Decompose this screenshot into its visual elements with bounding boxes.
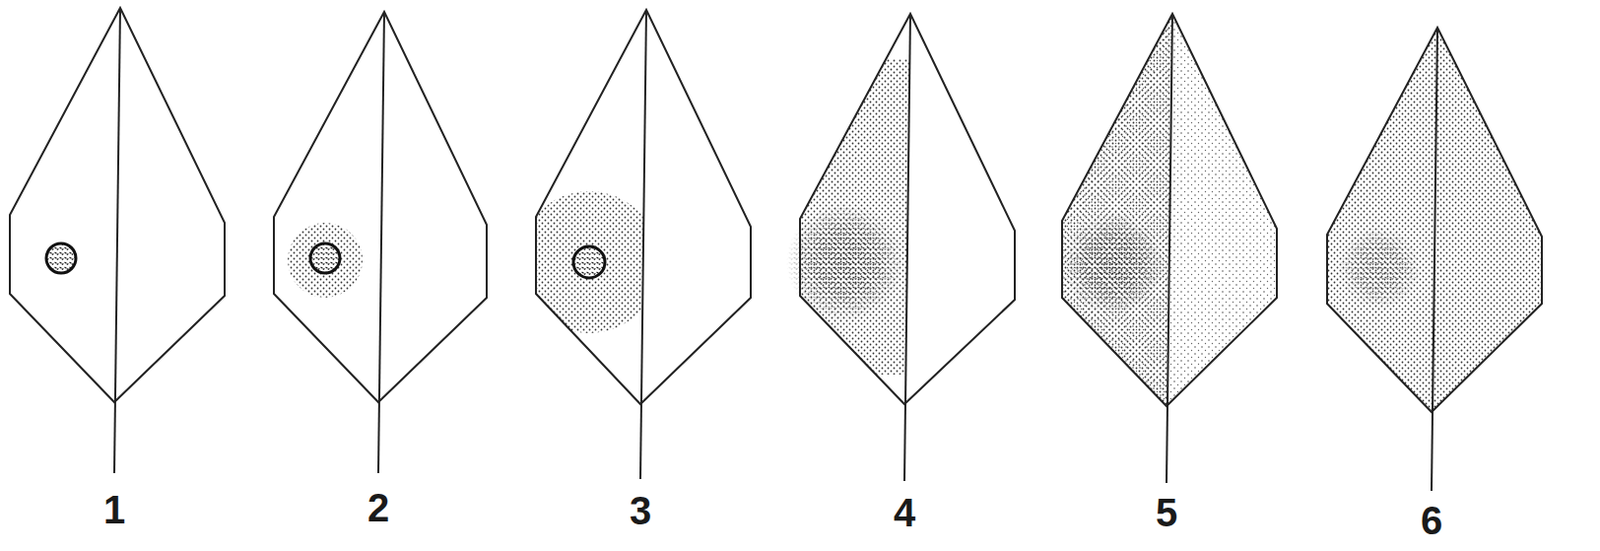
- callout-number: 5: [1132, 489, 1201, 535]
- callout-number: 3: [605, 487, 675, 534]
- callout-number: 6: [1397, 497, 1467, 543]
- callout-number: 2: [343, 484, 413, 531]
- callout-number: 4: [869, 489, 939, 535]
- callout-number: 1: [79, 486, 149, 533]
